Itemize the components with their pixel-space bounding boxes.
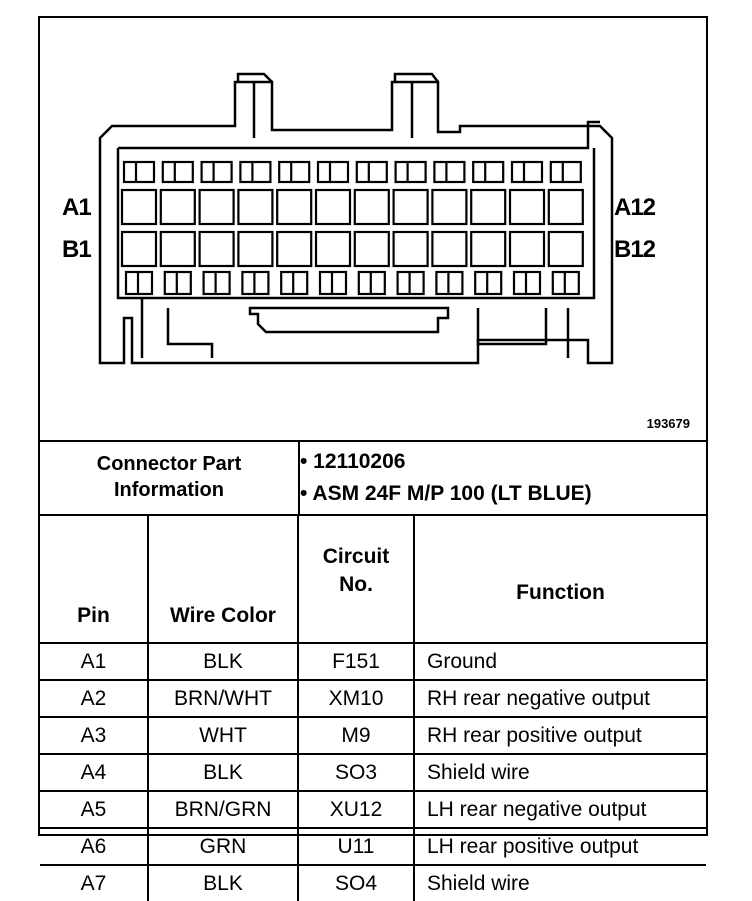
header-circuit-line2: No.: [339, 573, 373, 596]
cavity-b: [470, 230, 507, 268]
part-description: • ASM 24F M/P 100 (LT BLUE): [300, 482, 592, 505]
cavity-a: [198, 188, 235, 226]
cavity-top: [510, 160, 544, 184]
cavity-b: [314, 230, 352, 268]
cell-wire-color: BLK: [147, 864, 299, 901]
cell-function: Shield wire: [413, 753, 706, 792]
cell-wire-color: BRN/WHT: [147, 679, 299, 718]
cell-wire-color: BLK: [147, 642, 299, 681]
cavity-b: [237, 230, 274, 268]
cavity-top: [433, 160, 466, 184]
label-b12: B12: [614, 236, 656, 263]
part-number: • 12110206: [300, 450, 406, 473]
cavity-top: [316, 160, 350, 184]
cell-circuit-no: M9: [297, 716, 415, 755]
header-function: Function: [413, 514, 706, 644]
connector-diagram: A1 B1 A12 B12 193679: [40, 18, 706, 442]
connector-part-values: • 12110206 • ASM 24F M/P 100 (LT BLUE): [300, 446, 592, 510]
cavity-b: [353, 230, 390, 268]
header-circuit-line1: Circuit: [322, 545, 390, 568]
cell-wire-color: BLK: [147, 753, 299, 792]
cell-pin: A4: [40, 753, 149, 792]
cavity-b: [392, 230, 429, 268]
cell-circuit-no: U11: [297, 827, 415, 866]
cell-wire-color: GRN: [147, 827, 299, 866]
table-header-row: Pin Wire Color Circuit No. Function: [40, 514, 706, 644]
label-a12: A12: [614, 194, 656, 221]
connector-part-label-line2: Information: [114, 479, 224, 501]
cavity-b: [159, 230, 196, 268]
cell-circuit-no: F151: [297, 642, 415, 681]
cell-pin: A1: [40, 642, 149, 681]
cavity-top: [200, 160, 233, 184]
cell-function: RH rear negative output: [413, 679, 706, 718]
cell-function: Shield wire: [413, 864, 706, 901]
cavity-a: [159, 188, 196, 226]
cavity-a: [276, 188, 313, 226]
cavity-a: [314, 188, 352, 226]
cell-pin: A7: [40, 864, 149, 901]
label-a1: A1: [62, 194, 92, 221]
cavity-a: [508, 188, 546, 226]
cell-function: LH rear negative output: [413, 790, 706, 829]
cell-circuit-no: XM10: [297, 679, 415, 718]
cell-wire-color: BRN/GRN: [147, 790, 299, 829]
cavity-top: [394, 160, 427, 184]
connector-drawing: [98, 72, 614, 365]
header-pin: Pin: [40, 514, 149, 644]
cavity-a: [120, 188, 158, 226]
cavity-a: [392, 188, 429, 226]
cavity-top: [122, 160, 156, 184]
cavity-b: [547, 230, 584, 268]
cavity-a: [431, 188, 468, 226]
cell-wire-color: WHT: [147, 716, 299, 755]
cavity-top: [161, 160, 194, 184]
cavity-top: [472, 160, 505, 184]
label-b1: B1: [62, 236, 92, 263]
cell-pin: A3: [40, 716, 149, 755]
cavity-a: [237, 188, 274, 226]
cavity-b: [276, 230, 313, 268]
connector-part-label: Connector Part Information: [40, 440, 300, 514]
cell-function: Ground: [413, 642, 706, 681]
cavity-b: [120, 230, 158, 268]
cavity-b: [431, 230, 468, 268]
cavity-a: [547, 188, 584, 226]
cavity-top: [355, 160, 388, 184]
cell-pin: A2: [40, 679, 149, 718]
connector-part-label-line1: Connector Part: [96, 453, 242, 475]
connector-frame: A1 B1 A12 B12 193679 Connector Part Info…: [38, 16, 708, 901]
header-circuit-no: Circuit No.: [297, 514, 415, 644]
cell-circuit-no: XU12: [297, 790, 415, 829]
cavity-a: [353, 188, 390, 226]
cell-circuit-no: SO4: [297, 864, 415, 901]
connector-part-info: Connector Part Information • 12110206 • …: [40, 440, 706, 516]
cavity-top: [278, 160, 311, 184]
cavity-b: [508, 230, 546, 268]
header-wire-color: Wire Color: [147, 514, 299, 644]
cell-pin: A5: [40, 790, 149, 829]
figure-id: 193679: [646, 416, 690, 431]
cavity-top: [239, 160, 272, 184]
cavity-top: [549, 160, 582, 184]
cavity-b: [198, 230, 235, 268]
cell-function: LH rear positive output: [413, 827, 706, 866]
cell-pin: A6: [40, 827, 149, 866]
cavity-a: [470, 188, 507, 226]
cell-circuit-no: SO3: [297, 753, 415, 792]
cell-function: RH rear positive output: [413, 716, 706, 755]
